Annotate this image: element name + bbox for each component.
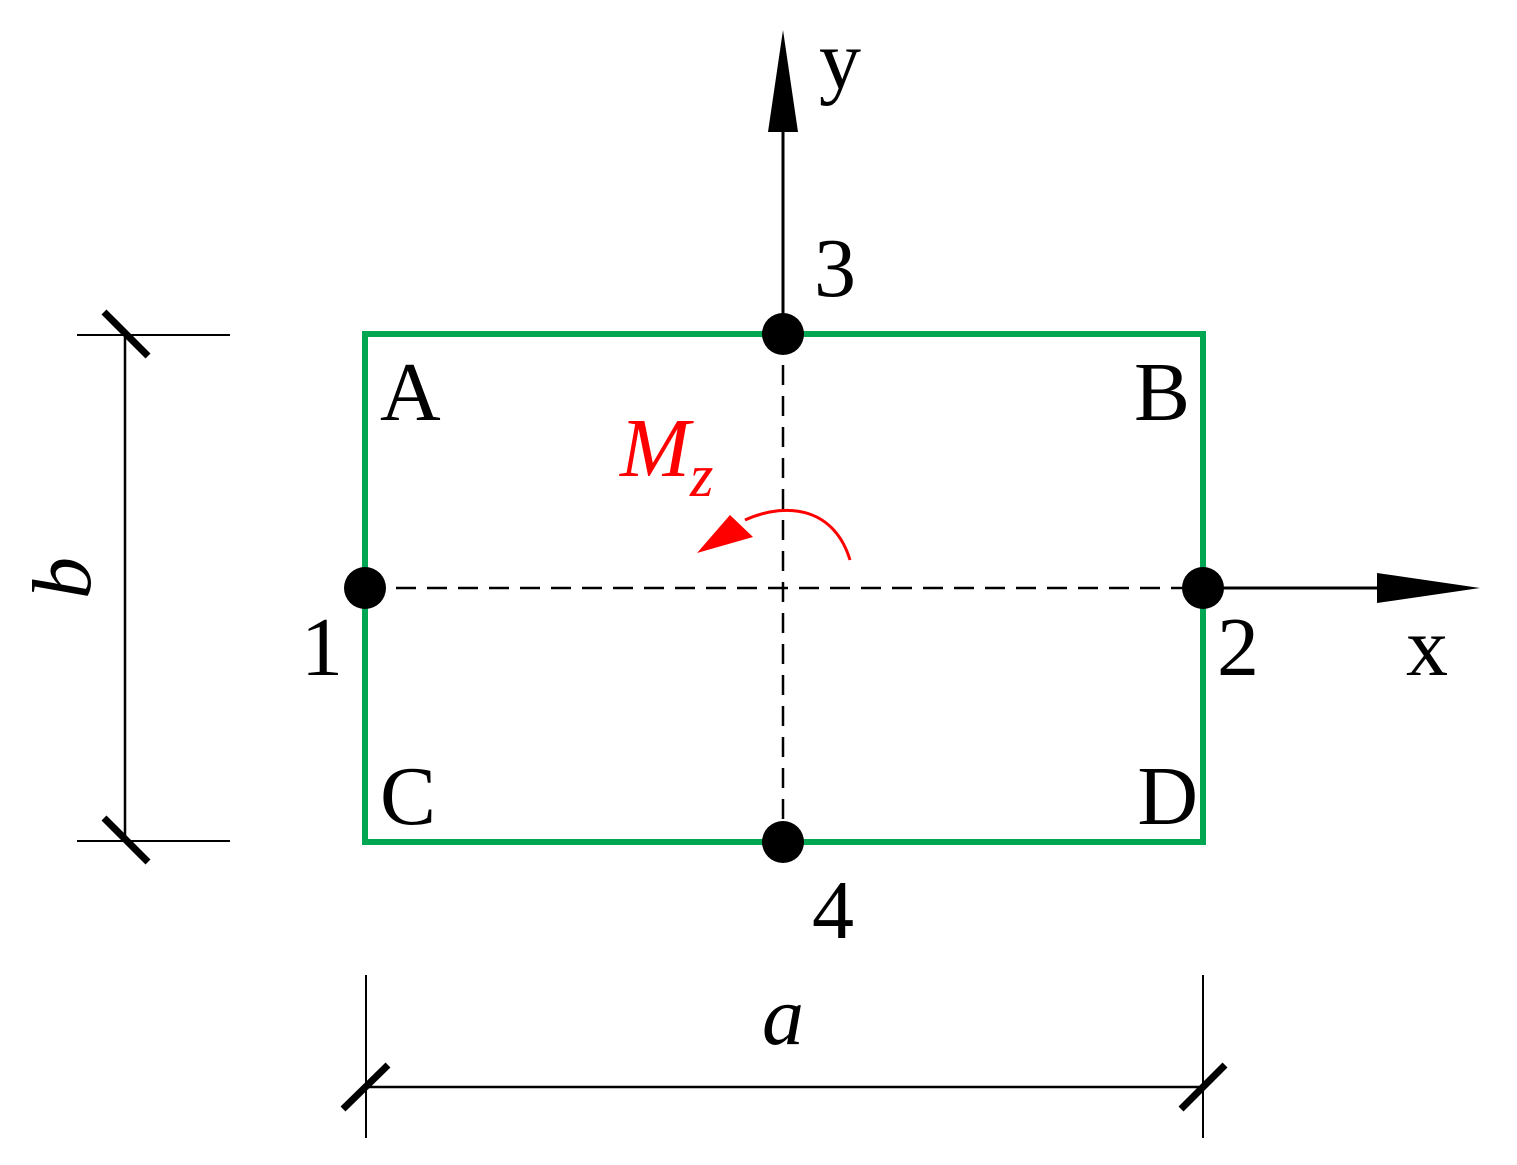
corner-b-label: B: [1134, 346, 1190, 439]
x-axis-arrowhead: [1377, 573, 1480, 603]
y-axis: y: [768, 14, 861, 334]
dimension-a-tick-right: [1178, 1062, 1228, 1112]
dimension-b-label: b: [16, 557, 109, 599]
moment-arrowhead: [697, 515, 753, 553]
moment-mz: Mz: [619, 402, 852, 561]
dimension-a-label: a: [762, 970, 804, 1063]
node-4-label: 4: [812, 864, 854, 957]
node-2-label: 2: [1217, 601, 1259, 694]
y-axis-label: y: [819, 14, 861, 107]
node-2-dot: [1182, 567, 1224, 609]
x-axis-label: x: [1406, 601, 1448, 694]
dimension-b: b: [16, 309, 230, 865]
node-4-dot: [762, 821, 804, 863]
dimension-b-tick-top: [101, 309, 151, 359]
node-1-dot: [344, 567, 386, 609]
moment-label: Mz: [619, 402, 713, 509]
corner-d-label: D: [1137, 750, 1198, 843]
node-3-label: 3: [814, 222, 856, 315]
x-axis: x: [1203, 573, 1480, 694]
dimension-b-tick-bottom: [101, 815, 151, 865]
node-3-dot: [762, 313, 804, 355]
corner-a-label: A: [380, 346, 441, 439]
corner-c-label: C: [380, 750, 436, 843]
moment-arc: [744, 508, 852, 561]
dimension-a-tick-left: [340, 1062, 391, 1112]
node-1-label: 1: [301, 601, 343, 694]
dimension-a: a: [340, 970, 1228, 1138]
moment-subscript: z: [689, 443, 713, 509]
moment-symbol: M: [619, 402, 694, 495]
y-axis-arrowhead: [768, 30, 798, 132]
